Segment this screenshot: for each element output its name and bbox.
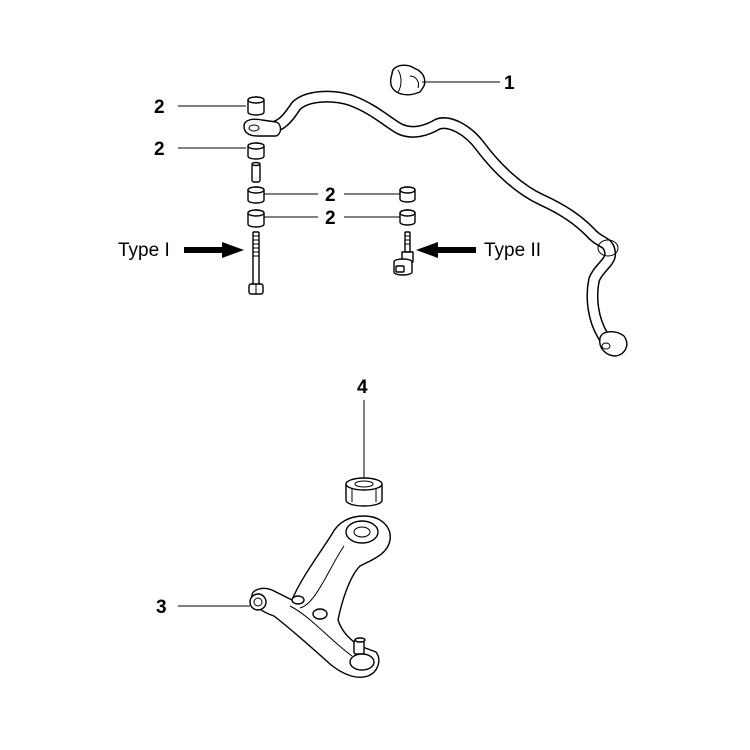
callout-2c: 2 — [325, 185, 336, 206]
callout-2b: 2 — [154, 139, 165, 160]
callout-4: 4 — [357, 377, 368, 398]
control-arm-bushing — [345, 477, 383, 507]
type-2-ball-joint-link — [393, 231, 414, 276]
type-2-link-bushings — [399, 186, 416, 226]
callout-3: 3 — [156, 597, 167, 618]
type-2-label: Type II — [484, 240, 541, 261]
stabilizer-bar — [243, 90, 628, 357]
type-2-arrow — [416, 242, 476, 258]
type-1-label: Type I — [118, 240, 170, 261]
type-1-link-bolt — [248, 231, 264, 295]
callout-2d: 2 — [325, 208, 336, 229]
callout-2a: 2 — [154, 97, 165, 118]
callout-1: 1 — [504, 73, 515, 94]
link-bushing-stack — [247, 96, 265, 228]
type-1-arrow — [184, 242, 244, 258]
stabilizer-bar-bushing — [389, 64, 426, 96]
lower-control-arm — [249, 515, 391, 678]
